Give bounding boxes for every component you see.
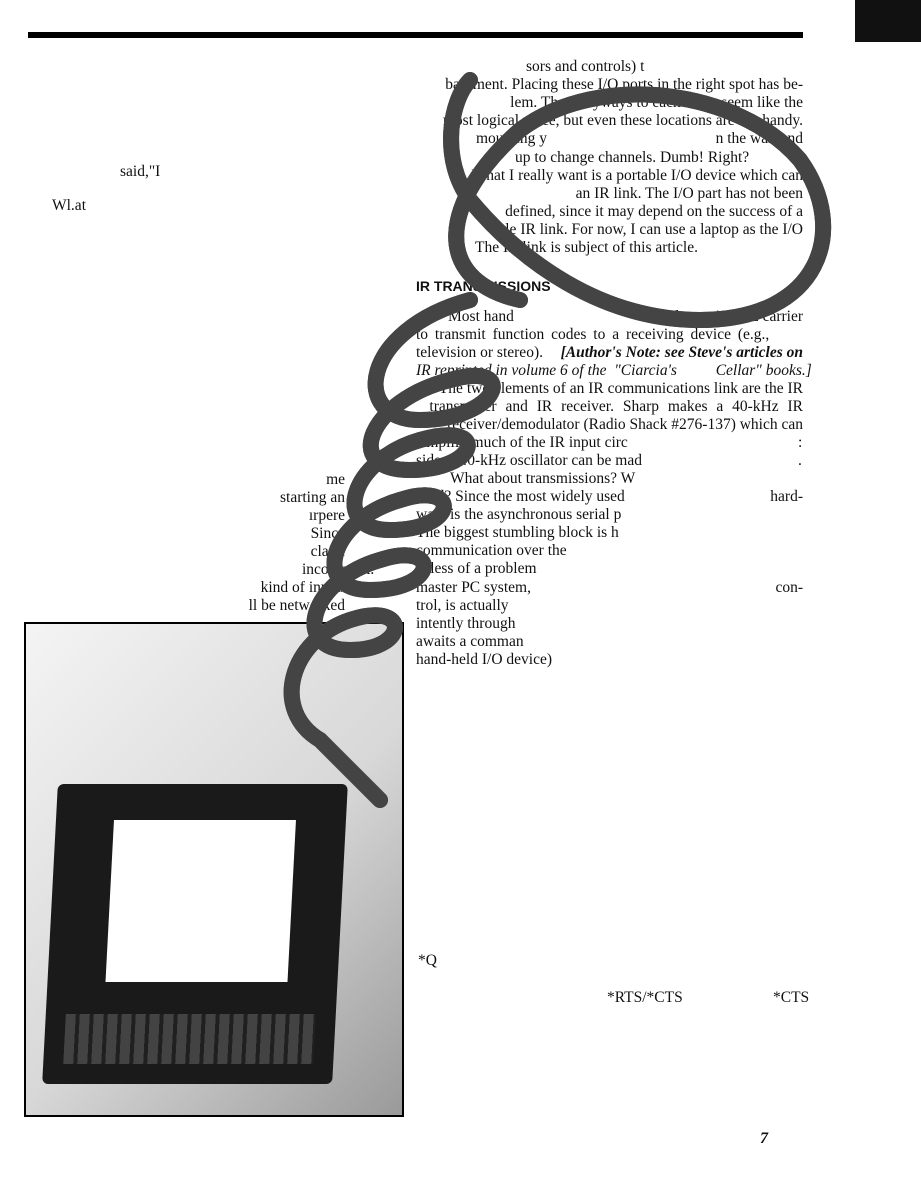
signal-label: *Q <box>418 952 437 969</box>
body-line: intently through <box>416 615 516 632</box>
header-rule <box>28 32 803 38</box>
body-line: The biggest stumbling block is h <box>416 524 619 541</box>
body-line: hard- <box>770 488 803 505</box>
page-number: 7 <box>760 1130 768 1147</box>
body-line: sors and controls) t <box>526 58 645 75</box>
laptop-photo <box>24 622 404 1117</box>
body-line: able IR link. For now, I can use a lapto… <box>490 221 803 238</box>
body-line: television or stereo). <box>416 344 543 361</box>
body-line: : <box>798 434 803 451</box>
body-line: is less of a problem <box>416 560 537 577</box>
left-fragment: starting an <box>280 489 345 506</box>
signal-label: *RTS/*CTS <box>607 989 683 1006</box>
body-line: basement. Placing these I/O ports in the… <box>445 76 803 93</box>
author-note: IR reprinted in volume 6 of the "Ciarcia… <box>416 362 812 379</box>
body-line: master PC system, <box>416 579 531 596</box>
body-line: The two elements of an IR communications… <box>438 380 803 397</box>
left-fragment: said,"I <box>120 163 161 180</box>
body-line: communication over the <box>416 542 567 559</box>
body-line: hand-held I/O device) <box>416 651 552 668</box>
body-line: defined, since it may depend on the succ… <box>505 203 803 220</box>
body-line: to transmit function codes to a receivin… <box>416 326 770 343</box>
body-line: receiver/demodulator (Radio Shack #276-1… <box>447 416 803 433</box>
body-line: Most hand <box>448 308 514 325</box>
left-fragment: Wl.at <box>52 197 86 214</box>
body-line: What I really want is a portable I/O dev… <box>471 167 803 184</box>
author-note: [Author's Note: see Steve's articles on <box>560 344 803 361</box>
body-line: What about transmissions? W <box>450 470 636 487</box>
body-line: awaits a comman <box>416 633 524 650</box>
left-fragment: ırpere <box>308 507 345 524</box>
body-line: con- <box>775 579 803 596</box>
body-line: ware is the asynchronous serial p <box>416 506 622 523</box>
body-line: an IR link. The I/O part has not been <box>575 185 803 202</box>
body-line: used? Since the most widely used <box>416 488 625 505</box>
left-fragment: me <box>326 471 345 488</box>
body-line: trol, is actually <box>416 597 509 614</box>
signal-label: *CTS <box>773 989 810 1006</box>
corner-tab <box>855 0 921 42</box>
body-line: transmitter and IR receiver. Sharp makes… <box>429 398 803 415</box>
body-line: side, a 40-kHz oscillator can be mad <box>416 452 642 469</box>
body-line: up to change channels. Dumb! Right? <box>515 149 750 166</box>
body-line: . <box>798 452 802 469</box>
